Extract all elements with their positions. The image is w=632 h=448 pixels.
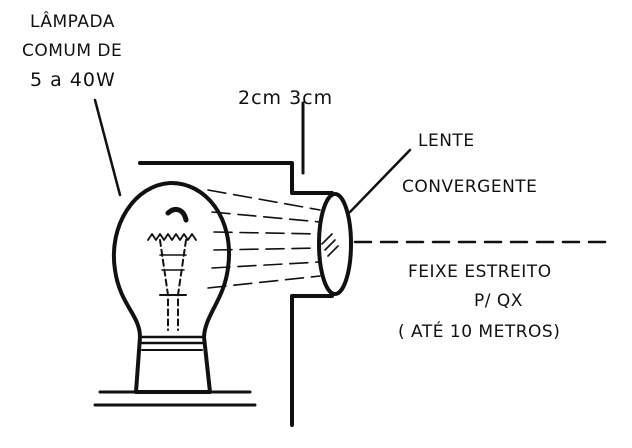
light-rays xyxy=(207,189,321,289)
beam-label-line3: ( ATÉ 10 METROS) xyxy=(398,320,560,342)
lamp-label-line2: COMUM DE xyxy=(22,41,122,61)
beam-label-line1: FEIXE ESTREITO xyxy=(408,262,552,282)
housing-box xyxy=(138,101,334,427)
convergent-lens xyxy=(317,192,353,296)
beam-label-line2: P/ QX xyxy=(474,291,523,311)
lamp-label-line1: LÂMPADA xyxy=(30,10,115,32)
lens-label-line2: CONVERGENTE xyxy=(402,177,537,197)
dimensions-label: 2cm 3cm xyxy=(238,87,333,109)
lens-label-line1: LENTE xyxy=(418,131,475,151)
lamp-leader-line xyxy=(93,98,122,197)
lamp-label-line3: 5 a 40W xyxy=(30,69,116,91)
lens-leader-line xyxy=(348,148,412,214)
